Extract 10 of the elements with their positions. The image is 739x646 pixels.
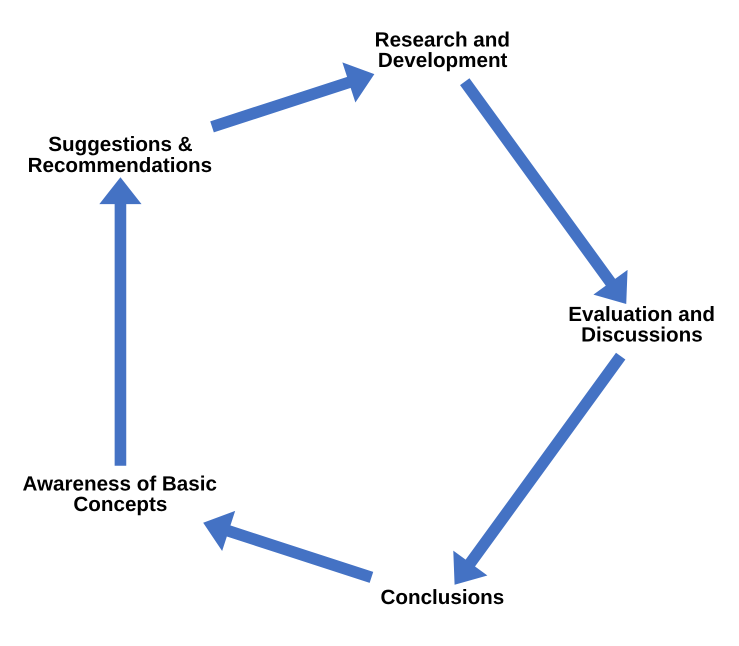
arrow	[453, 352, 626, 585]
node-text: Research and Development	[374, 28, 510, 72]
node-text: Awareness of Basic Concepts	[22, 472, 217, 516]
node-text: Suggestions & Recommendations	[28, 133, 212, 177]
node-text: Conclusions	[380, 586, 504, 610]
arrow	[203, 510, 374, 583]
node-text: Evaluation and Discussions	[568, 302, 715, 346]
arrow	[210, 62, 374, 132]
arrow	[460, 78, 628, 304]
arrow	[99, 177, 142, 466]
